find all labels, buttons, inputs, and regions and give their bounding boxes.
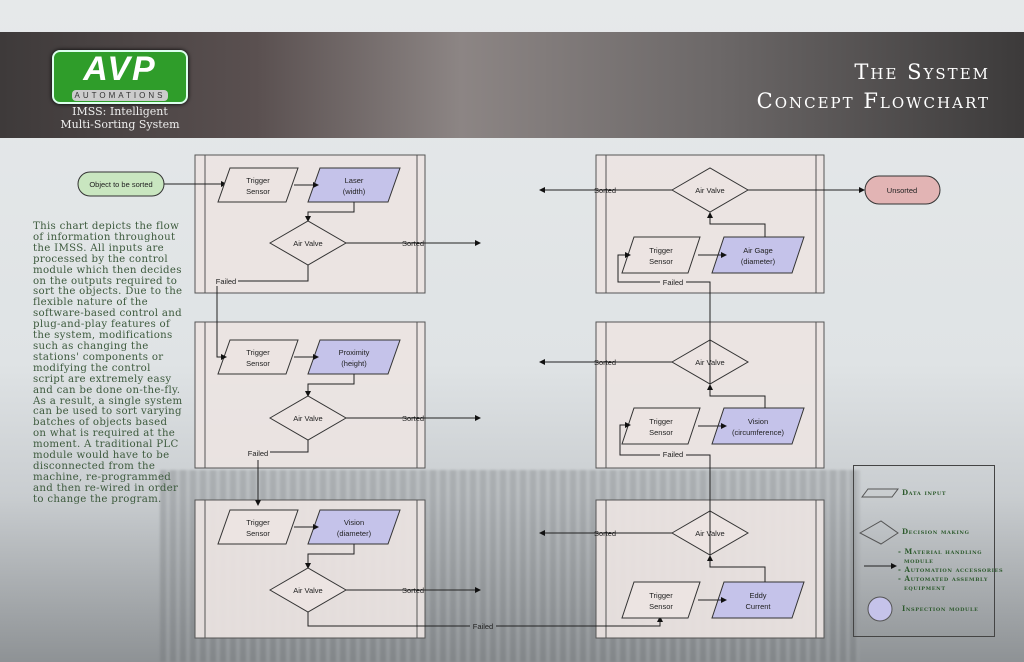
inspection-module-6-shape — [711, 236, 805, 274]
inspection-module-4-label: Current — [745, 602, 771, 611]
sorted-label: Sorted — [594, 529, 616, 538]
inspection-module-1-label: Laser — [345, 176, 364, 185]
inspection-module-5-label: Vision — [748, 417, 768, 426]
trigger-sensor-label: Trigger — [649, 591, 673, 600]
sorted-label: Sorted — [402, 586, 424, 595]
legend-item: - Automated assembly — [898, 574, 988, 583]
sorted-label: Sorted — [402, 414, 424, 423]
trigger-sensor-shape — [621, 581, 701, 619]
trigger-sensor-shape — [217, 339, 299, 375]
failed-label: Failed — [216, 277, 236, 286]
legend-item: - Automation accessories — [898, 565, 1004, 574]
trigger-sensor-shape — [621, 236, 701, 274]
legend-shapes — [858, 488, 899, 622]
end-terminal — [864, 175, 941, 205]
legend: Data input Decision making - Material ha… — [853, 465, 1003, 637]
tagline-line1: IMSS: Intelligent — [72, 105, 168, 118]
air-valve-left-2-label: Air Valve — [293, 414, 322, 423]
connector-line — [216, 286, 227, 360]
legend-item: - Material handling — [898, 547, 983, 556]
connector-line — [270, 440, 309, 453]
sorted-label: Sorted — [402, 239, 424, 248]
failed-label: Failed — [663, 450, 683, 459]
inspection-module-6-label: (diameter) — [741, 257, 776, 266]
inspection-module-3-shape — [307, 509, 401, 545]
start-label: Object to be sorted — [89, 180, 152, 189]
connector-line — [619, 422, 660, 456]
inspection-module-2-label: (height) — [341, 359, 367, 368]
connector-line — [496, 616, 663, 627]
connector-line — [305, 202, 355, 222]
connector-line — [686, 281, 711, 384]
trigger-sensor-shape — [621, 407, 701, 445]
inspection-module-2-label: Proximity — [339, 348, 370, 357]
description: This chart depicts the flow of informati… — [33, 221, 183, 505]
failed-label: Failed — [248, 449, 268, 458]
connector-line — [238, 265, 309, 282]
failed-label: Failed — [473, 622, 493, 631]
title-line2: Concept Flowchart — [756, 89, 990, 113]
inspection-module-4-shape — [711, 581, 805, 619]
air-valve-left-3-label: Air Valve — [293, 586, 322, 595]
legend-item: equipment — [904, 583, 946, 592]
inspection-module-2-shape — [307, 339, 401, 375]
connector-line — [686, 454, 711, 555]
air-valve-left-1-label: Air Valve — [293, 239, 322, 248]
trigger-sensor-label: Sensor — [649, 428, 673, 437]
trigger-sensor-label: Trigger — [246, 518, 270, 527]
logo-text: AVP — [83, 52, 157, 87]
inspection-module-3-label: (diameter) — [337, 529, 372, 538]
inspection-module-5-label: (circumference) — [732, 428, 785, 437]
end-label: Unsorted — [887, 186, 917, 195]
connector-line — [707, 555, 766, 582]
diamond-icon — [858, 520, 899, 545]
data-input-icon — [861, 488, 899, 498]
sorted-label: Sorted — [594, 186, 616, 195]
legend-inspection: Inspection module — [902, 604, 979, 613]
logo-subtext: AUTOMATIONS — [72, 90, 168, 101]
connector-line — [617, 252, 660, 283]
trigger-sensor-label: Sensor — [246, 359, 270, 368]
trigger-sensor-shape — [217, 167, 299, 203]
connector-line — [305, 544, 355, 569]
inspection-module-5-shape — [711, 407, 805, 445]
sorted-label: Sorted — [594, 358, 616, 367]
trigger-sensor-label: Trigger — [649, 417, 673, 426]
legend-data-input: Data input — [902, 488, 947, 497]
inspection-module-1-shape — [307, 167, 401, 203]
connector-line — [307, 612, 470, 627]
trigger-sensor-label: Sensor — [246, 187, 270, 196]
inspection-module-6-label: Air Gage — [743, 246, 773, 255]
failed-label: Failed — [663, 278, 683, 287]
trigger-sensor-label: Trigger — [246, 176, 270, 185]
title-line1: The System — [854, 60, 990, 84]
trigger-sensor-label: Sensor — [649, 602, 673, 611]
connector-line — [305, 374, 355, 397]
connector-line — [707, 384, 766, 408]
legend-decision: Decision making — [902, 527, 970, 536]
trigger-sensor-label: Sensor — [246, 529, 270, 538]
legend-item: module — [904, 556, 934, 565]
trigger-sensor-label: Trigger — [246, 348, 270, 357]
trigger-sensor-shape — [217, 509, 299, 545]
trigger-sensor-label: Trigger — [649, 246, 673, 255]
connector-line — [707, 212, 766, 237]
inspection-module-4-label: Eddy — [749, 591, 766, 600]
trigger-sensor-label: Sensor — [649, 257, 673, 266]
air-valve-right-1-label: Air Valve — [695, 186, 724, 195]
avp-logo: AVP AUTOMATIONS — [52, 50, 188, 104]
inspection-module-1-label: (width) — [343, 187, 366, 196]
circle-icon — [867, 596, 893, 622]
inspection-module-3-label: Vision — [344, 518, 364, 527]
tagline-line2: Multi-Sorting System — [60, 118, 180, 131]
